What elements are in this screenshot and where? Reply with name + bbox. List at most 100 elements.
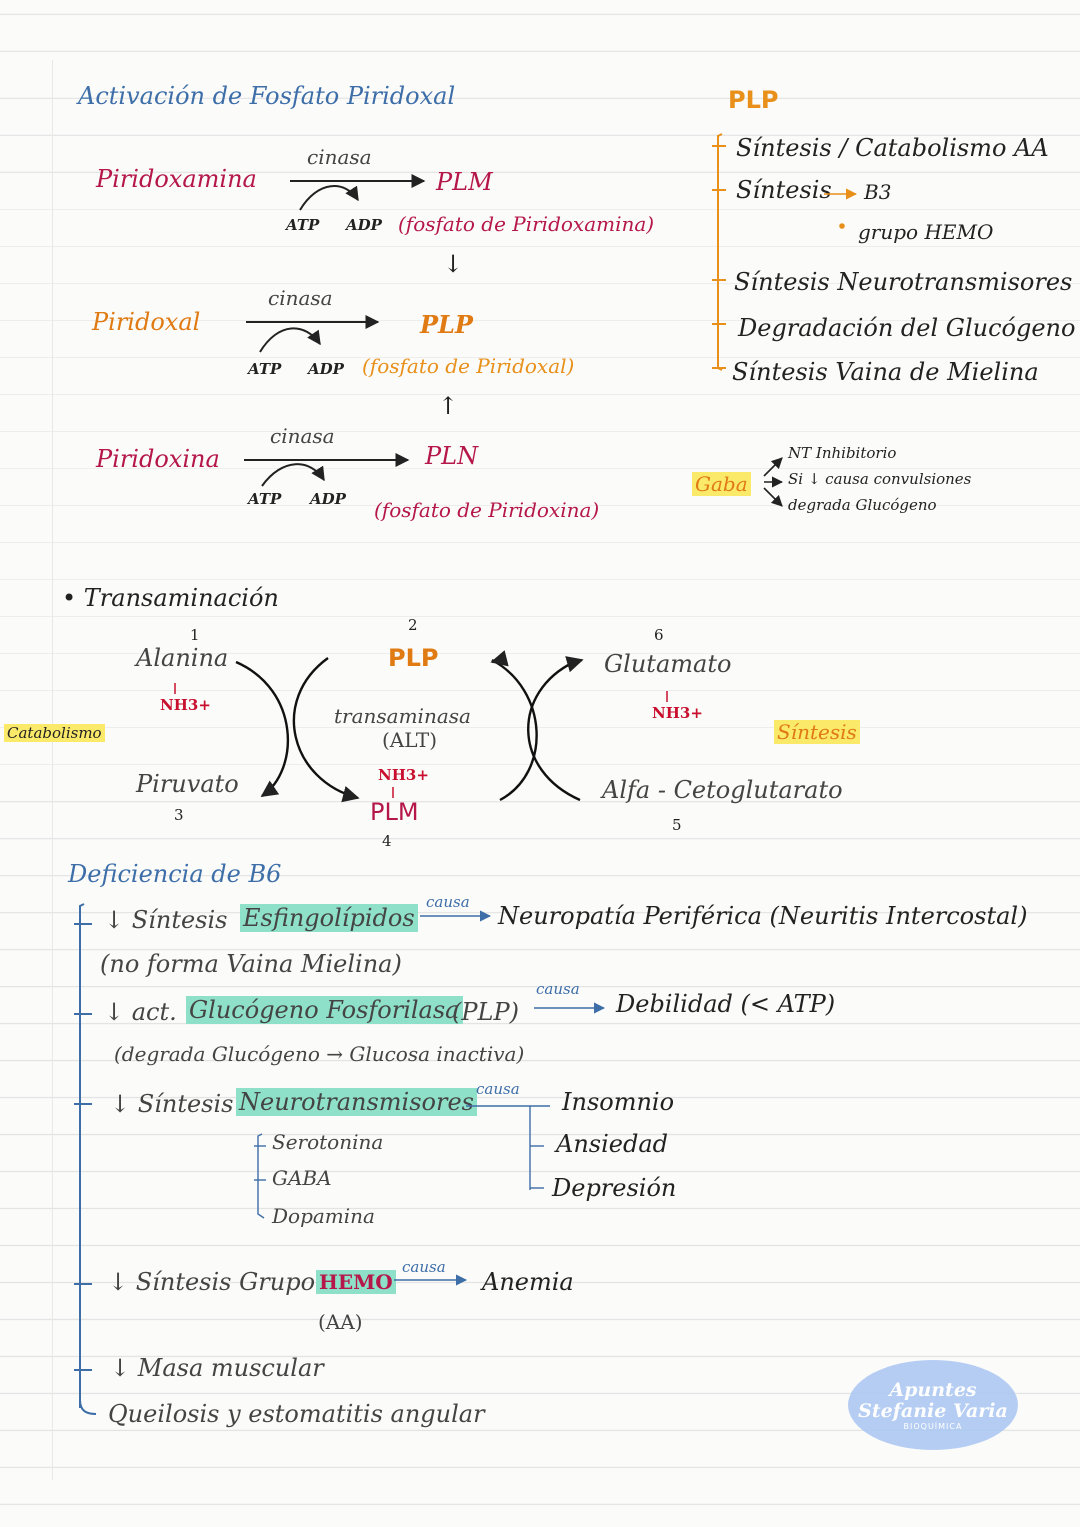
def-2-highlight: Glucógeno Fosforilasa xyxy=(186,996,463,1024)
atp-label-2: ATP xyxy=(248,360,282,378)
plp-center: PLP xyxy=(388,644,439,672)
product-name-plp: (fosfato de Piridoxal) xyxy=(362,354,575,378)
piruvato: Piruvato xyxy=(136,770,239,798)
def-3-prefix: ↓ Síntesis xyxy=(110,1090,234,1118)
plp-sub-b3: B3 xyxy=(864,180,892,204)
enzyme-alt: (ALT) xyxy=(382,728,438,752)
deficiency-bracket xyxy=(74,903,97,1415)
gaba-item-2: Si ↓ causa convulsiones xyxy=(788,470,972,488)
def-4-highlight: HEMO xyxy=(316,1270,396,1294)
plp-sub-hemo: grupo HEMO xyxy=(858,220,994,244)
def-6: Queilosis y estomatitis angular xyxy=(108,1400,485,1428)
transamination-arcs xyxy=(235,650,584,803)
section-title-transamination: • Transaminación xyxy=(62,584,279,612)
nh3-plm: NH3+ xyxy=(378,766,429,784)
num-2: 2 xyxy=(408,616,418,634)
plp-item-3: Síntesis Neurotransmisores xyxy=(734,268,1073,296)
causa-arrows xyxy=(394,910,606,1286)
res-ansiedad: Ansiedad xyxy=(556,1130,669,1158)
arrow-down: ↓ xyxy=(443,250,464,278)
gaba-item-3: degrada Glucógeno xyxy=(788,496,937,514)
alanina: Alanina xyxy=(136,644,229,672)
def-1-result: Neuropatía Periférica (Neuritis Intercos… xyxy=(498,902,1028,930)
def-1-highlight: Esfingolípidos xyxy=(240,904,418,932)
def-2-result: Debilidad (< ATP) xyxy=(616,990,836,1018)
stamp-line-2: Stefanie Varia xyxy=(858,1399,1008,1422)
causa-3: causa xyxy=(476,1080,520,1098)
nh3-alanina: NH3+ xyxy=(160,696,211,714)
res-insomnio: Insomnio xyxy=(562,1088,675,1116)
stamp-line-3: BIOQUÍMICA xyxy=(903,1421,963,1431)
adp-label-2: ADP xyxy=(308,360,344,378)
product-name-pln: (fosfato de Piridoxina) xyxy=(374,498,600,522)
def-3-highlight: Neurotransmisores xyxy=(236,1088,477,1116)
b3-arrows xyxy=(824,188,858,229)
adp-label-1: ADP xyxy=(346,216,382,234)
def-4-result: Anemia xyxy=(482,1268,574,1296)
nh3-ticks xyxy=(174,683,668,798)
plp-item-5: Síntesis Vaina de Mielina xyxy=(732,358,1039,386)
plp-item-4: Degradación del Glucógeno xyxy=(738,314,1076,342)
nt-serotonina: Serotonina xyxy=(272,1130,384,1154)
sintesis-label: Síntesis xyxy=(774,720,860,744)
catabolismo-label: Catabolismo xyxy=(4,724,105,742)
def-5: ↓ Masa muscular xyxy=(110,1354,324,1382)
res-depresion: Depresión xyxy=(552,1174,677,1202)
enzyme-label-3: cinasa xyxy=(270,424,335,448)
reaction-arrow-3 xyxy=(244,453,410,487)
plp-item-2: Síntesis xyxy=(736,176,832,204)
nt-dopamina: Dopamina xyxy=(272,1204,375,1228)
reaction-arrow-2 xyxy=(246,315,380,353)
causa-4: causa xyxy=(402,1258,446,1276)
arrow-up: ↑ xyxy=(438,392,459,420)
results-bracket xyxy=(529,1106,544,1190)
nt-gaba: GABA xyxy=(272,1166,332,1190)
plp-item-1: Síntesis / Catabolismo AA xyxy=(736,134,1049,162)
atp-label-3: ATP xyxy=(248,490,282,508)
def-2-plp: (PLP) xyxy=(452,998,519,1026)
plm-center: PLM xyxy=(370,798,419,826)
gaba-label: Gaba xyxy=(692,472,751,496)
num-6: 6 xyxy=(654,626,664,644)
glutamato: Glutamato xyxy=(604,650,732,678)
def-2-prefix: ↓ act. xyxy=(104,998,177,1026)
section-title-deficiency: Deficiencia de B6 xyxy=(68,860,282,888)
causa-1: causa xyxy=(426,893,470,911)
num-3: 3 xyxy=(174,806,184,824)
num-1: 1 xyxy=(190,626,200,644)
num-5: 5 xyxy=(672,816,682,834)
product-plm: PLM xyxy=(436,168,493,196)
enzyme-label-1: cinasa xyxy=(307,145,372,169)
substrate-piridoxal: Piridoxal xyxy=(92,308,201,336)
product-name-plm: (fosfato de Piridoxamina) xyxy=(398,212,655,236)
product-plp: PLP xyxy=(420,310,473,339)
product-pln: PLN xyxy=(425,442,479,470)
def-1-prefix: ↓ Síntesis xyxy=(104,906,228,934)
substrate-piridoxamina: Piridoxamina xyxy=(96,165,257,193)
atp-label-1: ATP xyxy=(286,216,320,234)
gaba-item-1: NT Inhibitorio xyxy=(788,444,897,462)
margin-line xyxy=(52,60,53,1480)
alfa-cetoglutarato: Alfa - Cetoglutarato xyxy=(602,776,843,804)
num-4: 4 xyxy=(382,832,392,850)
stamp-line-1: Apuntes xyxy=(889,1378,977,1401)
def-2-note: (degrada Glucógeno → Glucosa inactiva) xyxy=(114,1042,525,1066)
gaba-arrows xyxy=(763,457,784,507)
adp-label-3: ADP xyxy=(310,490,346,508)
substrate-piridoxina: Piridoxina xyxy=(96,445,220,473)
def-1-note: (no forma Vaina Mielina) xyxy=(100,950,402,978)
enzyme-label-2: cinasa xyxy=(268,286,333,310)
plp-title: PLP xyxy=(728,86,779,114)
causa-2: causa xyxy=(536,980,580,998)
def-4-note: (AA) xyxy=(318,1310,363,1334)
reaction-arrow-1 xyxy=(290,174,426,211)
plp-bracket xyxy=(712,133,726,371)
def-4-prefix: ↓ Síntesis Grupo xyxy=(108,1268,316,1296)
author-stamp: Apuntes Stefanie Varia BIOQUÍMICA xyxy=(848,1360,1018,1450)
enzyme-transaminasa: transaminasa xyxy=(334,704,471,728)
nt-bracket xyxy=(254,1133,266,1219)
section-title-activation: Activación de Fosfato Piridoxal xyxy=(78,82,456,110)
nh3-glutamato: NH3+ xyxy=(652,704,703,722)
